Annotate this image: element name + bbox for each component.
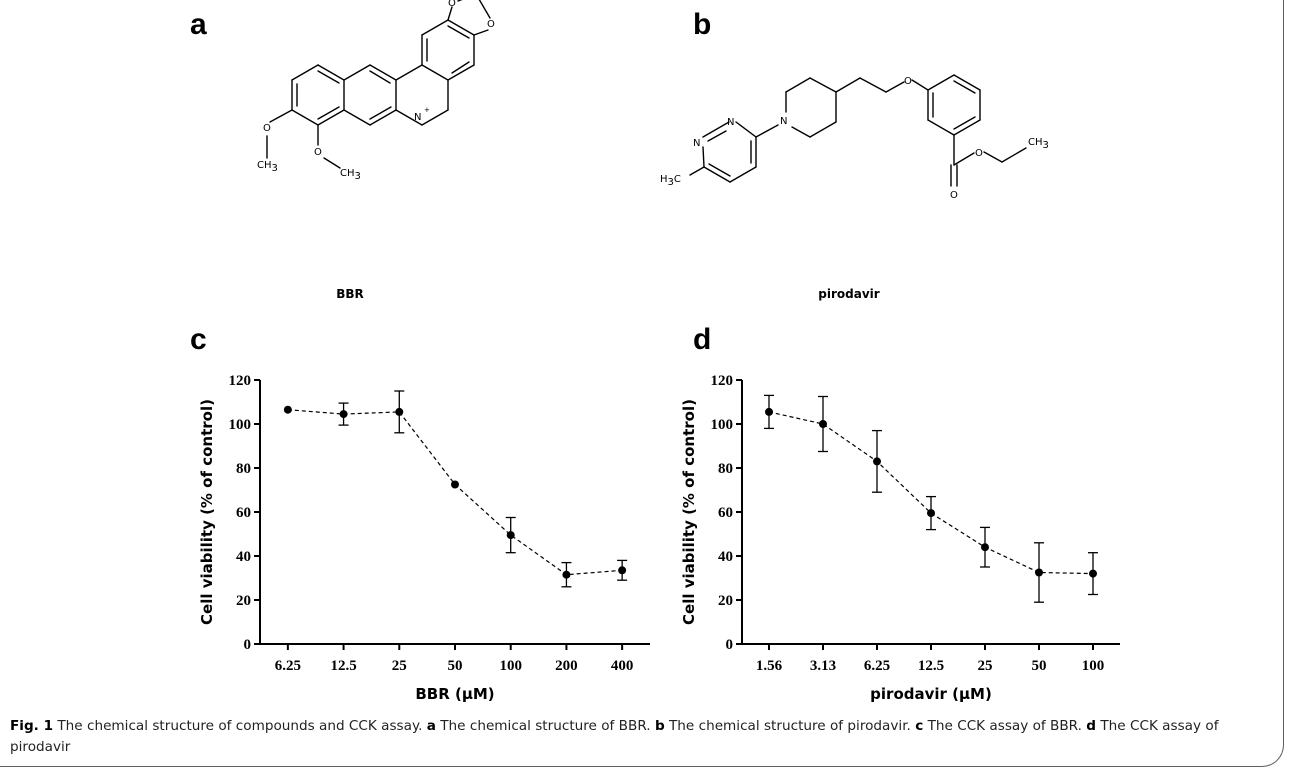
data-point (1035, 568, 1043, 577)
panel-letter-a: a (190, 8, 207, 41)
data-point (562, 570, 571, 579)
x-tick-label: 1.56 (756, 658, 783, 674)
y-tick-label: 120 (229, 373, 252, 389)
x-tick-label: 50 (448, 658, 463, 674)
y-axis-title: Cell viability (% of control) (198, 399, 216, 625)
nitrogen-atom-label: N (693, 138, 700, 149)
panel-letter-d: d (693, 323, 712, 356)
caption-intro: The chemical structure of compounds and … (57, 718, 423, 734)
methyl-text: CH (257, 160, 272, 171)
y-tick-label: 80 (718, 461, 733, 477)
figure-caption: Fig. 1 The chemical structure of compoun… (10, 716, 1272, 758)
caption-part-letter: a (426, 718, 436, 734)
bbr-atom-labels: N + O O O O CH3 CH3 (257, 0, 495, 182)
pirodavir-bonds (689, 74, 1027, 187)
x-axis-title: pirodavir (μM) (870, 685, 992, 703)
compound-name-bbr: BBR (336, 287, 364, 301)
caption-part-text: The chemical structure of pirodavir. (669, 718, 911, 734)
x-tick-label: 12.5 (330, 658, 356, 674)
data-point (506, 531, 515, 540)
panel-letter-c: c (190, 323, 207, 356)
y-tick-label: 20 (718, 593, 733, 609)
oxygen-atom-label: O (904, 76, 912, 87)
y-tick-label: 0 (244, 637, 252, 653)
y-tick-label: 80 (236, 461, 251, 477)
x-tick-label: 6.25 (864, 658, 890, 674)
bbr-chemical-structure: N + O O O O CH3 CH3 (257, 0, 495, 182)
x-tick-label: 25 (978, 658, 993, 674)
caption-part-letter: b (654, 718, 665, 734)
x-tick-label: 200 (555, 658, 578, 674)
data-point (451, 480, 459, 489)
pirodavir-chemical-structure: N N N O O O H3C CH3 (660, 74, 1049, 201)
methyl-h: H (660, 174, 668, 185)
pirodavir-atom-labels: N N N O O O H3C CH3 (660, 76, 1049, 201)
methyl-subscript: 3 (272, 163, 278, 174)
methyl-group-label: CH3 (340, 168, 361, 182)
panel-letter-b: b (693, 8, 712, 41)
oxygen-atom-label: O (975, 148, 983, 159)
data-point (819, 420, 827, 428)
data-point (618, 566, 627, 575)
bbr-cck-chart: 0 20 40 60 80 100 120 6.25 12.5 25 50 100 200 400BBR … (198, 373, 650, 703)
methyl-text: CH (340, 168, 355, 179)
y-tick-label: 40 (718, 549, 733, 565)
methyl-subscript: 3 (355, 171, 361, 182)
y-tick-label: 120 (711, 373, 734, 389)
pirodavir-cck-chart: 0 20 40 60 80 100 120 1.56 3.13 6.25 12.5 25 50 100 pi… (680, 373, 1120, 703)
caption-part-letter: d (1086, 718, 1097, 734)
caption-part-text: The CCK assay of BBR. (927, 718, 1082, 734)
methyl-c: C (674, 174, 681, 185)
bbr-bonds (266, 0, 491, 169)
caption-fig-label: Fig. 1 (10, 718, 54, 734)
data-point (765, 407, 773, 416)
caption-part-text: The CCK assay of pirodavir (10, 718, 1219, 755)
data-point (927, 509, 935, 518)
y-tick-label: 20 (236, 593, 251, 609)
oxygen-atom-label: O (487, 19, 495, 30)
y-axis-title: Cell viability (% of control) (680, 399, 698, 625)
oxygen-atom-label: O (448, 0, 456, 9)
x-tick-label: 100 (499, 658, 522, 674)
x-tick-label: 12.5 (918, 658, 944, 674)
methyl-subscript: 3 (1043, 140, 1049, 151)
data-point (283, 405, 292, 414)
y-tick-label: 60 (718, 505, 733, 521)
series-line (768, 411, 1094, 575)
y-tick-label: 100 (229, 417, 252, 433)
methyl-group-label: CH3 (257, 160, 278, 174)
x-tick-label: 3.13 (810, 658, 836, 674)
data-point (1089, 569, 1097, 578)
oxygen-atom-label: O (314, 147, 322, 158)
series-line (287, 409, 623, 576)
caption-part-text: The chemical structure of BBR. (440, 718, 651, 734)
data-point (981, 543, 989, 552)
methyl-text: CH (1028, 137, 1043, 148)
x-tick-label: 25 (392, 658, 407, 674)
caption-part-letter: c (915, 718, 924, 734)
positive-charge-label: + (424, 106, 430, 114)
methyl-subscript: 3 (668, 177, 674, 188)
x-axis-title: BBR (μM) (415, 685, 494, 703)
oxygen-atom-label: O (950, 190, 958, 201)
data-point (873, 457, 881, 466)
y-tick-label: 0 (726, 637, 734, 653)
x-tick-label: 100 (1082, 658, 1105, 674)
data-point (395, 407, 404, 416)
nitrogen-atom-label: N (727, 117, 734, 128)
x-tick-label: 50 (1032, 658, 1047, 674)
y-tick-label: 100 (711, 417, 734, 433)
data-point (339, 410, 348, 419)
methyl-group-label: H3C (660, 174, 681, 188)
x-tick-label: 6.25 (275, 658, 301, 674)
methyl-group-label: CH3 (1028, 137, 1049, 151)
x-tick-label: 400 (611, 658, 634, 674)
y-tick-label: 60 (236, 505, 251, 521)
oxygen-atom-label: O (263, 123, 271, 134)
compound-name-pirodavir: pirodavir (818, 287, 880, 301)
nitrogen-atom-label: N (414, 112, 421, 123)
nitrogen-atom-label: N (780, 116, 787, 127)
y-tick-label: 40 (236, 549, 251, 565)
